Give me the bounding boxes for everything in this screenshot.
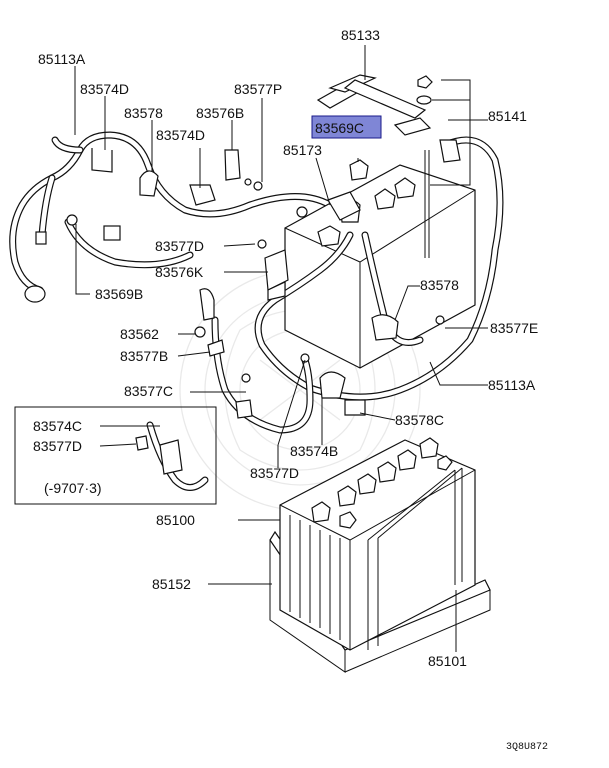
label-85113a-top[interactable]: 85113A xyxy=(38,51,86,67)
terminal-83569c xyxy=(296,159,369,221)
label-85133[interactable]: 85133 xyxy=(341,27,380,43)
clamp-83574d-top xyxy=(91,148,263,206)
figure-code: 3Q8U872 xyxy=(506,742,548,753)
label-83577p[interactable]: 83577P xyxy=(234,81,282,97)
label-83574b[interactable]: 83574B xyxy=(290,443,338,459)
highlight-83569c xyxy=(311,115,382,139)
hold-down-85133 xyxy=(316,74,461,258)
label-83577e[interactable]: 83577E xyxy=(490,320,538,336)
label-83577d-mid[interactable]: 83577D xyxy=(155,238,204,254)
leader-lines xyxy=(74,45,488,652)
label-83577d-bottom[interactable]: 83577D xyxy=(250,465,299,481)
ground-terminal-83569b xyxy=(24,214,121,303)
cable-harness-85113a xyxy=(9,131,334,294)
label-85100[interactable]: 85100 xyxy=(156,512,195,528)
label-83576b[interactable]: 83576B xyxy=(196,105,244,121)
inset-note: (-9707·3) xyxy=(44,480,102,496)
label-85173[interactable]: 85173 xyxy=(283,142,322,158)
label-83577b[interactable]: 83577B xyxy=(120,348,168,364)
label-83569b[interactable]: 83569B xyxy=(95,286,143,302)
clamp-83578c xyxy=(235,314,445,419)
label-85101[interactable]: 85101 xyxy=(428,653,467,669)
battery-85100 xyxy=(279,437,476,651)
label-83578-top[interactable]: 83578 xyxy=(124,105,163,121)
label-83576k[interactable]: 83576K xyxy=(155,264,204,280)
bracket-83576k xyxy=(257,239,289,301)
label-83562[interactable]: 83562 xyxy=(120,326,159,342)
positive-cable-85113a xyxy=(211,136,504,434)
part-labels: 85133 85113A 83574D 83578 83576B 83577P … xyxy=(33,27,548,753)
label-83578-right[interactable]: 83578 xyxy=(420,277,459,293)
bracket-83562 xyxy=(194,288,225,357)
label-83577d-box[interactable]: 83577D xyxy=(33,438,82,454)
label-83577c[interactable]: 83577C xyxy=(124,383,173,399)
label-83569c[interactable]: 83569C xyxy=(315,120,364,136)
label-83574d-mid[interactable]: 83574D xyxy=(156,127,205,143)
label-85152[interactable]: 85152 xyxy=(152,576,191,592)
inset-box xyxy=(14,406,217,505)
label-85113a-right[interactable]: 85113A xyxy=(488,377,536,393)
label-85141[interactable]: 85141 xyxy=(488,108,527,124)
label-83574d-top[interactable]: 83574D xyxy=(80,81,129,97)
label-83574c[interactable]: 83574C xyxy=(33,418,82,434)
label-83578c[interactable]: 83578C xyxy=(395,412,444,428)
